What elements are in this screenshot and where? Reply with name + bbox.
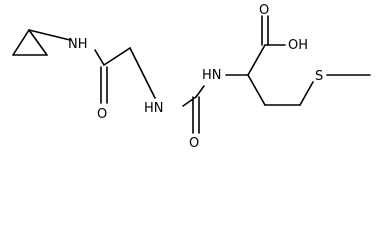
bond	[103, 47, 131, 66]
thioether-sulfur-label: S	[315, 69, 323, 84]
amide-nh-label: NH	[68, 37, 88, 52]
bond	[247, 74, 266, 106]
bond	[28, 29, 48, 56]
urea-nh-left-label: HN	[144, 101, 164, 116]
acid-carbonyl-oxygen-label: O	[259, 3, 269, 18]
urea-oxygen-label: O	[189, 136, 199, 151]
bond	[28, 29, 71, 41]
acid-hydroxyl-label: OH	[288, 38, 308, 53]
bond	[299, 81, 314, 106]
bond	[94, 49, 105, 66]
bond	[247, 44, 266, 76]
amide-oxygen-label: O	[97, 107, 107, 122]
bond	[12, 29, 30, 56]
urea-nh-right-label: HN	[202, 68, 222, 83]
cyclopropyl-ring	[12, 29, 48, 56]
bond	[182, 96, 197, 107]
molecule-structure-diagram: NH O HN O HN OH O S	[12, 3, 371, 151]
bond	[129, 47, 156, 99]
bond	[195, 85, 205, 98]
